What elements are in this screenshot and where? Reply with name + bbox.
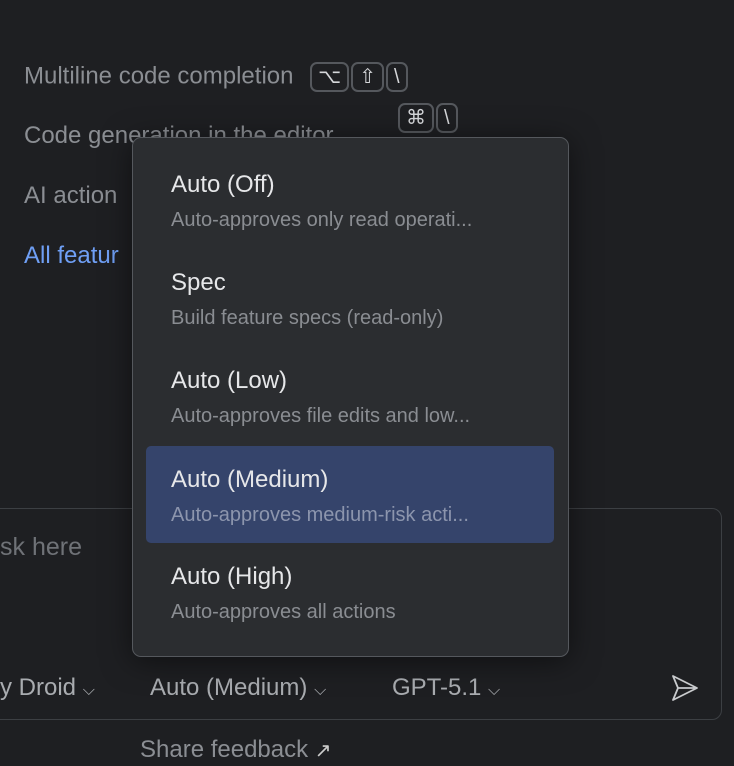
menu-item-description: Build feature specs (read-only) — [171, 307, 444, 329]
menu-item-title: Spec — [171, 269, 226, 296]
chevron-down-icon: ⌵ — [82, 682, 95, 699]
menu-item-description: Auto-approves only read operati... — [171, 209, 473, 231]
menu-item-auto-low[interactable]: Auto (Low) Auto-approves file edits and l… — [146, 334, 554, 431]
menu-item-auto-off[interactable]: Auto (Off) Auto-approves only read operat… — [146, 138, 554, 235]
backslash-key: \ — [385, 62, 408, 92]
option-key-icon: ⌥ — [310, 62, 350, 92]
model-selector[interactable]: GPT-5.1 ⌵ — [392, 674, 500, 702]
feature-code-generation-shortcut: ⌘\ — [396, 103, 458, 133]
share-feedback-link[interactable]: Share feedback ↗ — [140, 736, 332, 764]
command-key-icon: ⌘ — [398, 103, 434, 133]
agent-label: y Droid — [0, 674, 77, 701]
autonomy-mode-selector[interactable]: Auto (Medium) ⌵ — [150, 674, 326, 702]
menu-item-title: Auto (Medium) — [171, 466, 329, 493]
feature-label: Multiline code completion — [24, 62, 294, 90]
menu-item-description: Auto-approves file edits and low... — [171, 405, 471, 427]
shift-key-icon: ⇧ — [351, 62, 384, 92]
share-feedback-label: Share feedback — [140, 736, 309, 763]
menu-item-auto-high[interactable]: Auto (High) Auto-approves all actions — [146, 530, 554, 627]
menu-item-title: Auto (High) — [171, 563, 293, 590]
chevron-down-icon: ⌵ — [314, 682, 327, 699]
chevron-down-icon: ⌵ — [488, 682, 501, 699]
chat-input-placeholder[interactable]: sk here — [0, 533, 82, 561]
menu-item-description: Auto-approves medium-risk acti... — [171, 504, 469, 526]
external-link-icon: ↗ — [314, 740, 332, 762]
menu-item-title: Auto (Low) — [171, 367, 288, 394]
feature-multiline-completion: Multiline code completion ⌥⇧\ — [24, 62, 408, 92]
autonomy-mode-menu: Auto (Off) Auto-approves only read operat… — [132, 137, 569, 657]
feature-ai-actions: AI action — [24, 182, 118, 209]
backslash-key: \ — [436, 103, 458, 133]
menu-item-description: Auto-approves all actions — [171, 601, 396, 623]
agent-selector[interactable]: y Droid ⌵ — [0, 674, 95, 702]
all-features-link[interactable]: All featur — [24, 242, 119, 269]
menu-item-title: Auto (Off) — [171, 171, 275, 198]
send-icon[interactable] — [670, 673, 700, 703]
menu-item-auto-medium[interactable]: Auto (Medium) Auto-approves medium-risk a… — [146, 446, 554, 543]
mode-label: Auto (Medium) — [150, 674, 308, 701]
model-label: GPT-5.1 — [392, 674, 482, 701]
